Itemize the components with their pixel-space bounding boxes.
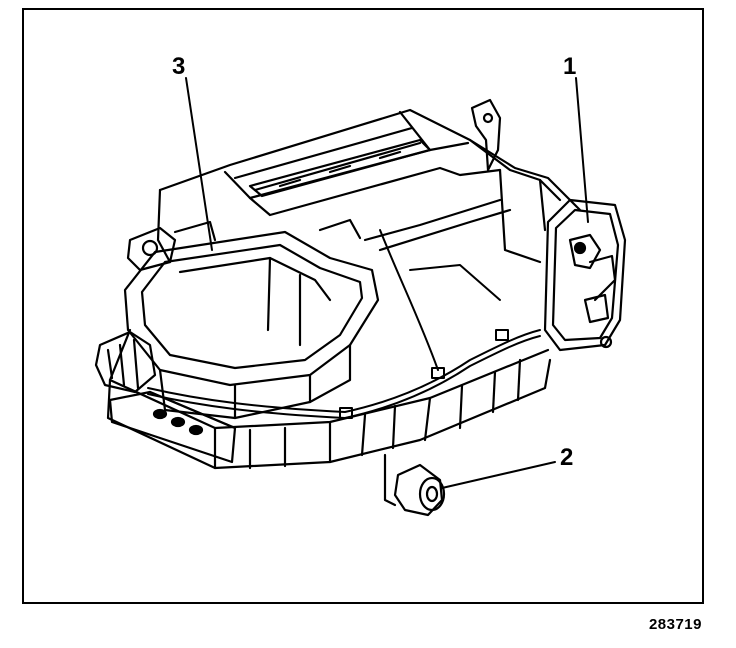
leader-line-1	[575, 77, 589, 223]
duct-outlet	[123, 230, 380, 420]
mounting-bracket	[470, 98, 502, 172]
leader-line-3	[185, 77, 213, 251]
actuator	[543, 198, 627, 352]
callout-label-2: 2	[560, 444, 574, 471]
module-upper-case	[156, 108, 582, 264]
blower-motor	[94, 220, 217, 394]
sensor-cylinder	[383, 453, 446, 517]
leader-lines	[185, 77, 589, 489]
callout-label-1: 1	[563, 53, 577, 80]
leader-line-2	[441, 461, 556, 489]
diagram-frame	[22, 8, 704, 604]
wiring-harness	[147, 229, 541, 419]
figure-number: 283719	[648, 616, 702, 633]
front-block	[108, 390, 237, 464]
callout-label-3: 3	[172, 53, 186, 80]
